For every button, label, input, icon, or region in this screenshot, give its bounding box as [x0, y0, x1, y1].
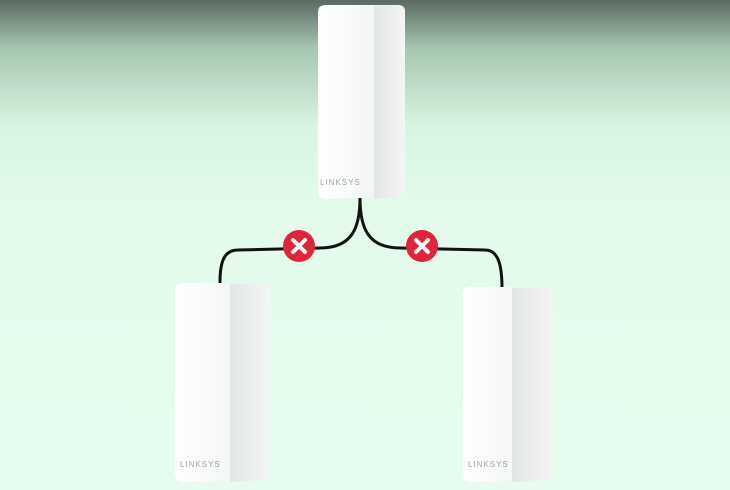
mesh-node-top: LINKSYS	[318, 5, 405, 199]
brand-label-left: LINKSYS	[180, 460, 221, 469]
brand-label-right: LINKSYS	[468, 460, 509, 469]
mesh-node-right: LINKSYS	[463, 287, 553, 482]
mesh-node-left: LINKSYS	[175, 283, 270, 482]
cable-top-to-left	[218, 196, 362, 284]
brand-label-top: LINKSYS	[320, 178, 361, 187]
x-circle-icon	[406, 230, 438, 262]
x-circle-icon	[283, 230, 315, 262]
cable-top-to-right	[358, 196, 504, 290]
